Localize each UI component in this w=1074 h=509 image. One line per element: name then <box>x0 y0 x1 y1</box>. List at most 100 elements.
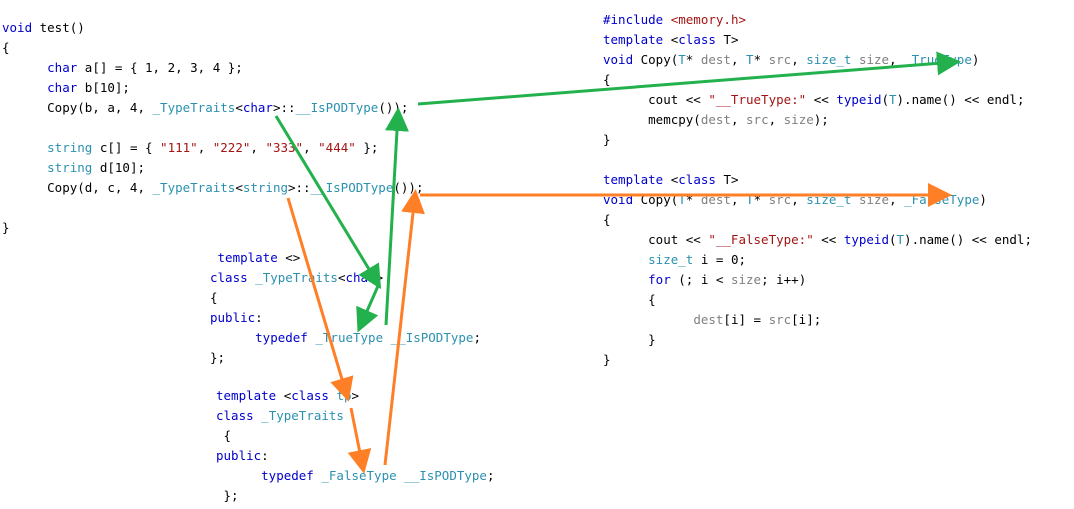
code-token: b[10]; <box>77 80 130 95</box>
code-token: > <box>375 270 384 285</box>
code-token: memcpy( <box>603 112 701 127</box>
code-token: < <box>663 172 679 187</box>
code-token: "222" <box>212 140 251 155</box>
code-token: } <box>603 352 611 367</box>
code-token: __IsPODType <box>295 100 379 115</box>
code-token: { <box>603 212 611 227</box>
code-token: ()); <box>393 180 424 195</box>
code-token <box>210 330 255 345</box>
code-line: template <class tp> <box>216 386 495 406</box>
code-token: tp <box>336 388 352 403</box>
code-token: __IsPODType <box>310 180 394 195</box>
code-line: class _TypeTraits<char> <box>210 268 481 288</box>
code-token: d[10]; <box>92 160 145 175</box>
code-token <box>2 140 47 155</box>
code-token <box>2 160 47 175</box>
code-token: ); <box>813 112 829 127</box>
code-token: { <box>2 40 10 55</box>
code-token: class <box>291 388 329 403</box>
code-token: _FalseType <box>904 192 980 207</box>
code-token: ) <box>979 192 987 207</box>
code-token: ; i++) <box>761 272 807 287</box>
code-token: ; <box>473 330 481 345</box>
code-line: { <box>603 70 1024 90</box>
code-token <box>210 250 218 265</box>
code-token: , <box>730 192 747 207</box>
code-token: * <box>753 192 769 207</box>
code-token: { <box>603 292 656 307</box>
code-line: typedef _TrueType __IsPODType; <box>210 328 481 348</box>
code-token: <> <box>277 250 301 265</box>
code-token: Copy( <box>633 192 679 207</box>
code-token: "333" <box>265 140 304 155</box>
code-token: : <box>255 310 263 325</box>
code-token: src <box>768 192 792 207</box>
code-line: Copy(d, c, 4, _TypeTraits<string>::__IsP… <box>2 178 423 198</box>
code-line <box>2 118 423 138</box>
code-token: < <box>276 388 292 403</box>
code-token: src <box>746 112 769 127</box>
code-token <box>216 468 261 483</box>
code-line: { <box>603 290 1032 310</box>
code-token: ).name() << endl; <box>904 232 1032 247</box>
code-line: Copy(b, a, 4, _TypeTraits<char>::__IsPOD… <box>2 98 423 118</box>
code-token: }; <box>355 140 379 155</box>
code-token: _FalseType <box>321 468 397 483</box>
code-token: src <box>768 312 792 327</box>
code-line <box>2 198 423 218</box>
code-token: >:: <box>288 180 311 195</box>
type-traits-char-specialization-code: template <>class _TypeTraits<char>{publi… <box>210 248 481 368</box>
code-token: T <box>678 192 686 207</box>
code-token: char <box>242 100 273 115</box>
code-token: public <box>210 310 256 325</box>
code-token: _TypeTraits <box>152 180 236 195</box>
code-line: } <box>603 350 1032 370</box>
code-token <box>2 80 47 95</box>
code-token: c[] = { <box>92 140 161 155</box>
code-token: public <box>216 448 262 463</box>
code-token: << <box>813 232 844 247</box>
code-token: < <box>235 180 243 195</box>
code-line: } <box>603 130 1024 150</box>
code-token: T <box>746 192 754 207</box>
code-token: (; i < <box>670 272 731 287</box>
code-token: dest <box>700 112 731 127</box>
code-token: }; <box>216 488 239 503</box>
code-token: Copy(d, c, 4, <box>2 180 153 195</box>
code-token <box>2 60 47 75</box>
code-token: ; <box>486 468 495 483</box>
code-token: , <box>730 112 747 127</box>
code-token: _TypeTraits <box>261 408 344 423</box>
code-token: , <box>791 52 807 67</box>
code-token: cout << <box>603 232 709 247</box>
code-token: ( <box>881 92 889 107</box>
code-line: cout << "__TrueType:" << typeid(T).name(… <box>603 90 1024 110</box>
code-token: , <box>889 192 905 207</box>
code-line: public: <box>210 308 481 328</box>
code-token: template <box>603 172 664 187</box>
code-token: ( <box>888 232 897 247</box>
code-token: void <box>2 20 33 35</box>
code-token: << <box>806 92 837 107</box>
code-line: class _TypeTraits <box>216 406 495 426</box>
code-token: "__FalseType:" <box>708 232 814 247</box>
code-token: size_t <box>806 192 852 207</box>
code-line: string c[] = { "111", "222", "333", "444… <box>2 138 423 158</box>
code-line: template <> <box>210 248 481 268</box>
code-token: dest <box>693 312 724 327</box>
code-token: , <box>250 140 266 155</box>
code-token: [i] = <box>723 312 769 327</box>
code-line: string d[10]; <box>2 158 423 178</box>
code-token: < <box>235 100 243 115</box>
code-token: string <box>47 160 93 175</box>
code-line: { <box>603 210 1032 230</box>
code-token: ).name() << endl; <box>896 92 1025 107</box>
code-token <box>383 330 391 345</box>
code-line: { <box>216 426 495 446</box>
code-token: } <box>603 132 611 147</box>
code-token: , <box>197 140 213 155</box>
code-token: }; <box>210 350 226 365</box>
code-token: class <box>678 172 716 187</box>
code-line: void test() <box>2 18 423 38</box>
